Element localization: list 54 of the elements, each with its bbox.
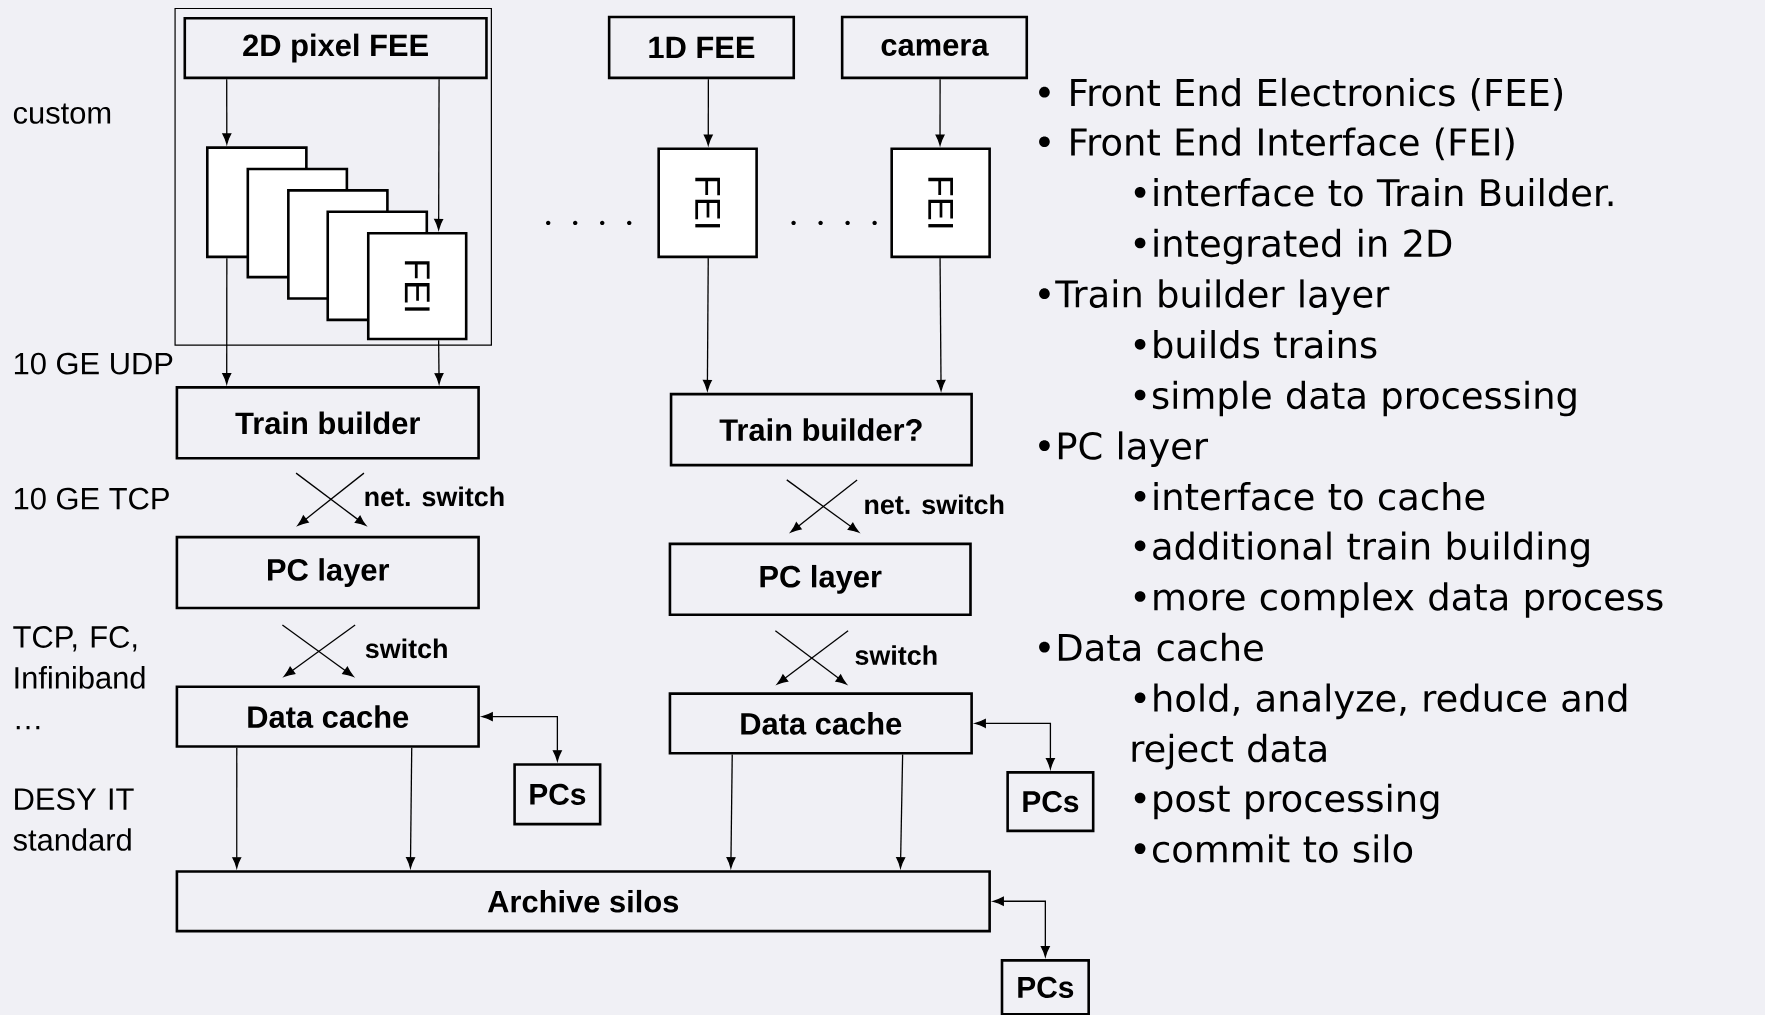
process-box: Data cache — [175, 685, 480, 748]
arrow — [481, 712, 562, 762]
process-box: PCs — [513, 763, 602, 826]
arrow — [974, 718, 1055, 770]
group-frame — [174, 7, 492, 346]
arrow — [434, 339, 444, 385]
side-label: 10 GE UDP — [14, 352, 173, 375]
side-label: DESY IT standard — [13, 788, 134, 851]
arrow — [992, 896, 1050, 958]
bullet-text: •simple data processing — [1134, 380, 1576, 417]
bullet-text: •commit to silo — [1134, 834, 1413, 863]
arrow — [703, 78, 713, 146]
fei-box: FEI — [657, 147, 758, 259]
process-box: Archive silos — [175, 870, 991, 933]
process-box: PC layer — [175, 535, 480, 610]
process-box: 1D FEE — [607, 15, 796, 80]
process-box: camera — [840, 15, 1029, 80]
bullet-text: •additional train building — [1134, 531, 1589, 568]
process-box: Train builder? — [669, 392, 973, 467]
side-label: TCP, FC, Infiniband … — [13, 626, 145, 730]
fei-box: FEI — [890, 147, 991, 259]
bullet-text: •PC layer — [1039, 431, 1209, 467]
arrow — [702, 257, 712, 391]
arrow — [935, 78, 945, 146]
arrow — [896, 753, 906, 869]
process-box: PCs — [1006, 771, 1095, 833]
bullet-text: •Train builder layer — [1039, 279, 1390, 316]
arrow — [232, 747, 242, 869]
arrow — [726, 753, 736, 869]
arrow — [406, 747, 416, 869]
bullet-text: •interface to cache — [1134, 482, 1485, 511]
bullet-text: •post processing — [1134, 783, 1439, 820]
process-box: Data cache — [668, 692, 973, 755]
bullet-text: •hold, analyze, reduce and reject data — [1132, 683, 1627, 770]
bullet-text: •interface to Train Builder. — [1134, 178, 1613, 207]
fei-box: FEI — [366, 231, 468, 341]
process-box: Train builder — [175, 386, 480, 460]
bullet-text: • Front End Interface (FEI) — [1039, 127, 1514, 161]
edge-label: net. switch — [862, 493, 1006, 516]
arrow — [222, 78, 232, 145]
side-label: 10 GE TCP — [14, 487, 169, 510]
arrow — [222, 257, 232, 385]
bullet-text: •Data cache — [1039, 632, 1263, 662]
process-box: 2D pixel FEE — [183, 16, 488, 80]
process-box: PCs — [1000, 959, 1090, 1015]
bullet-text: •builds trains — [1134, 330, 1377, 359]
arrow — [434, 78, 444, 230]
bullet-text: • Front End Electronics (FEE) — [1039, 77, 1563, 111]
edge-label: switch — [853, 644, 940, 666]
side-label: custom — [13, 103, 111, 124]
process-box: PC layer — [668, 542, 972, 617]
bullet-text: •more complex data process — [1134, 582, 1663, 618]
bullet-text: •integrated in 2D — [1134, 228, 1452, 265]
arrow — [936, 257, 946, 391]
